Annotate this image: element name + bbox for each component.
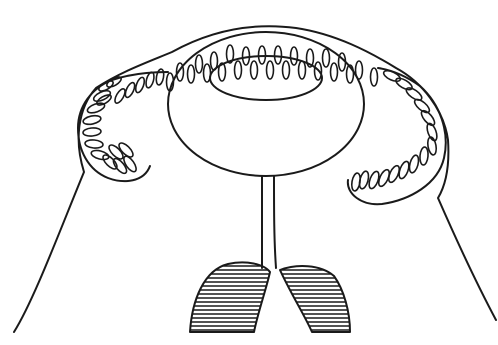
right-lateral-hooks <box>350 69 438 192</box>
right-lobe-hatching <box>276 266 354 330</box>
left-lobe-hatching <box>185 266 275 330</box>
inner-oval <box>210 56 322 100</box>
left-lateral-hooks <box>82 75 138 175</box>
stalk-right-edge <box>274 176 276 268</box>
